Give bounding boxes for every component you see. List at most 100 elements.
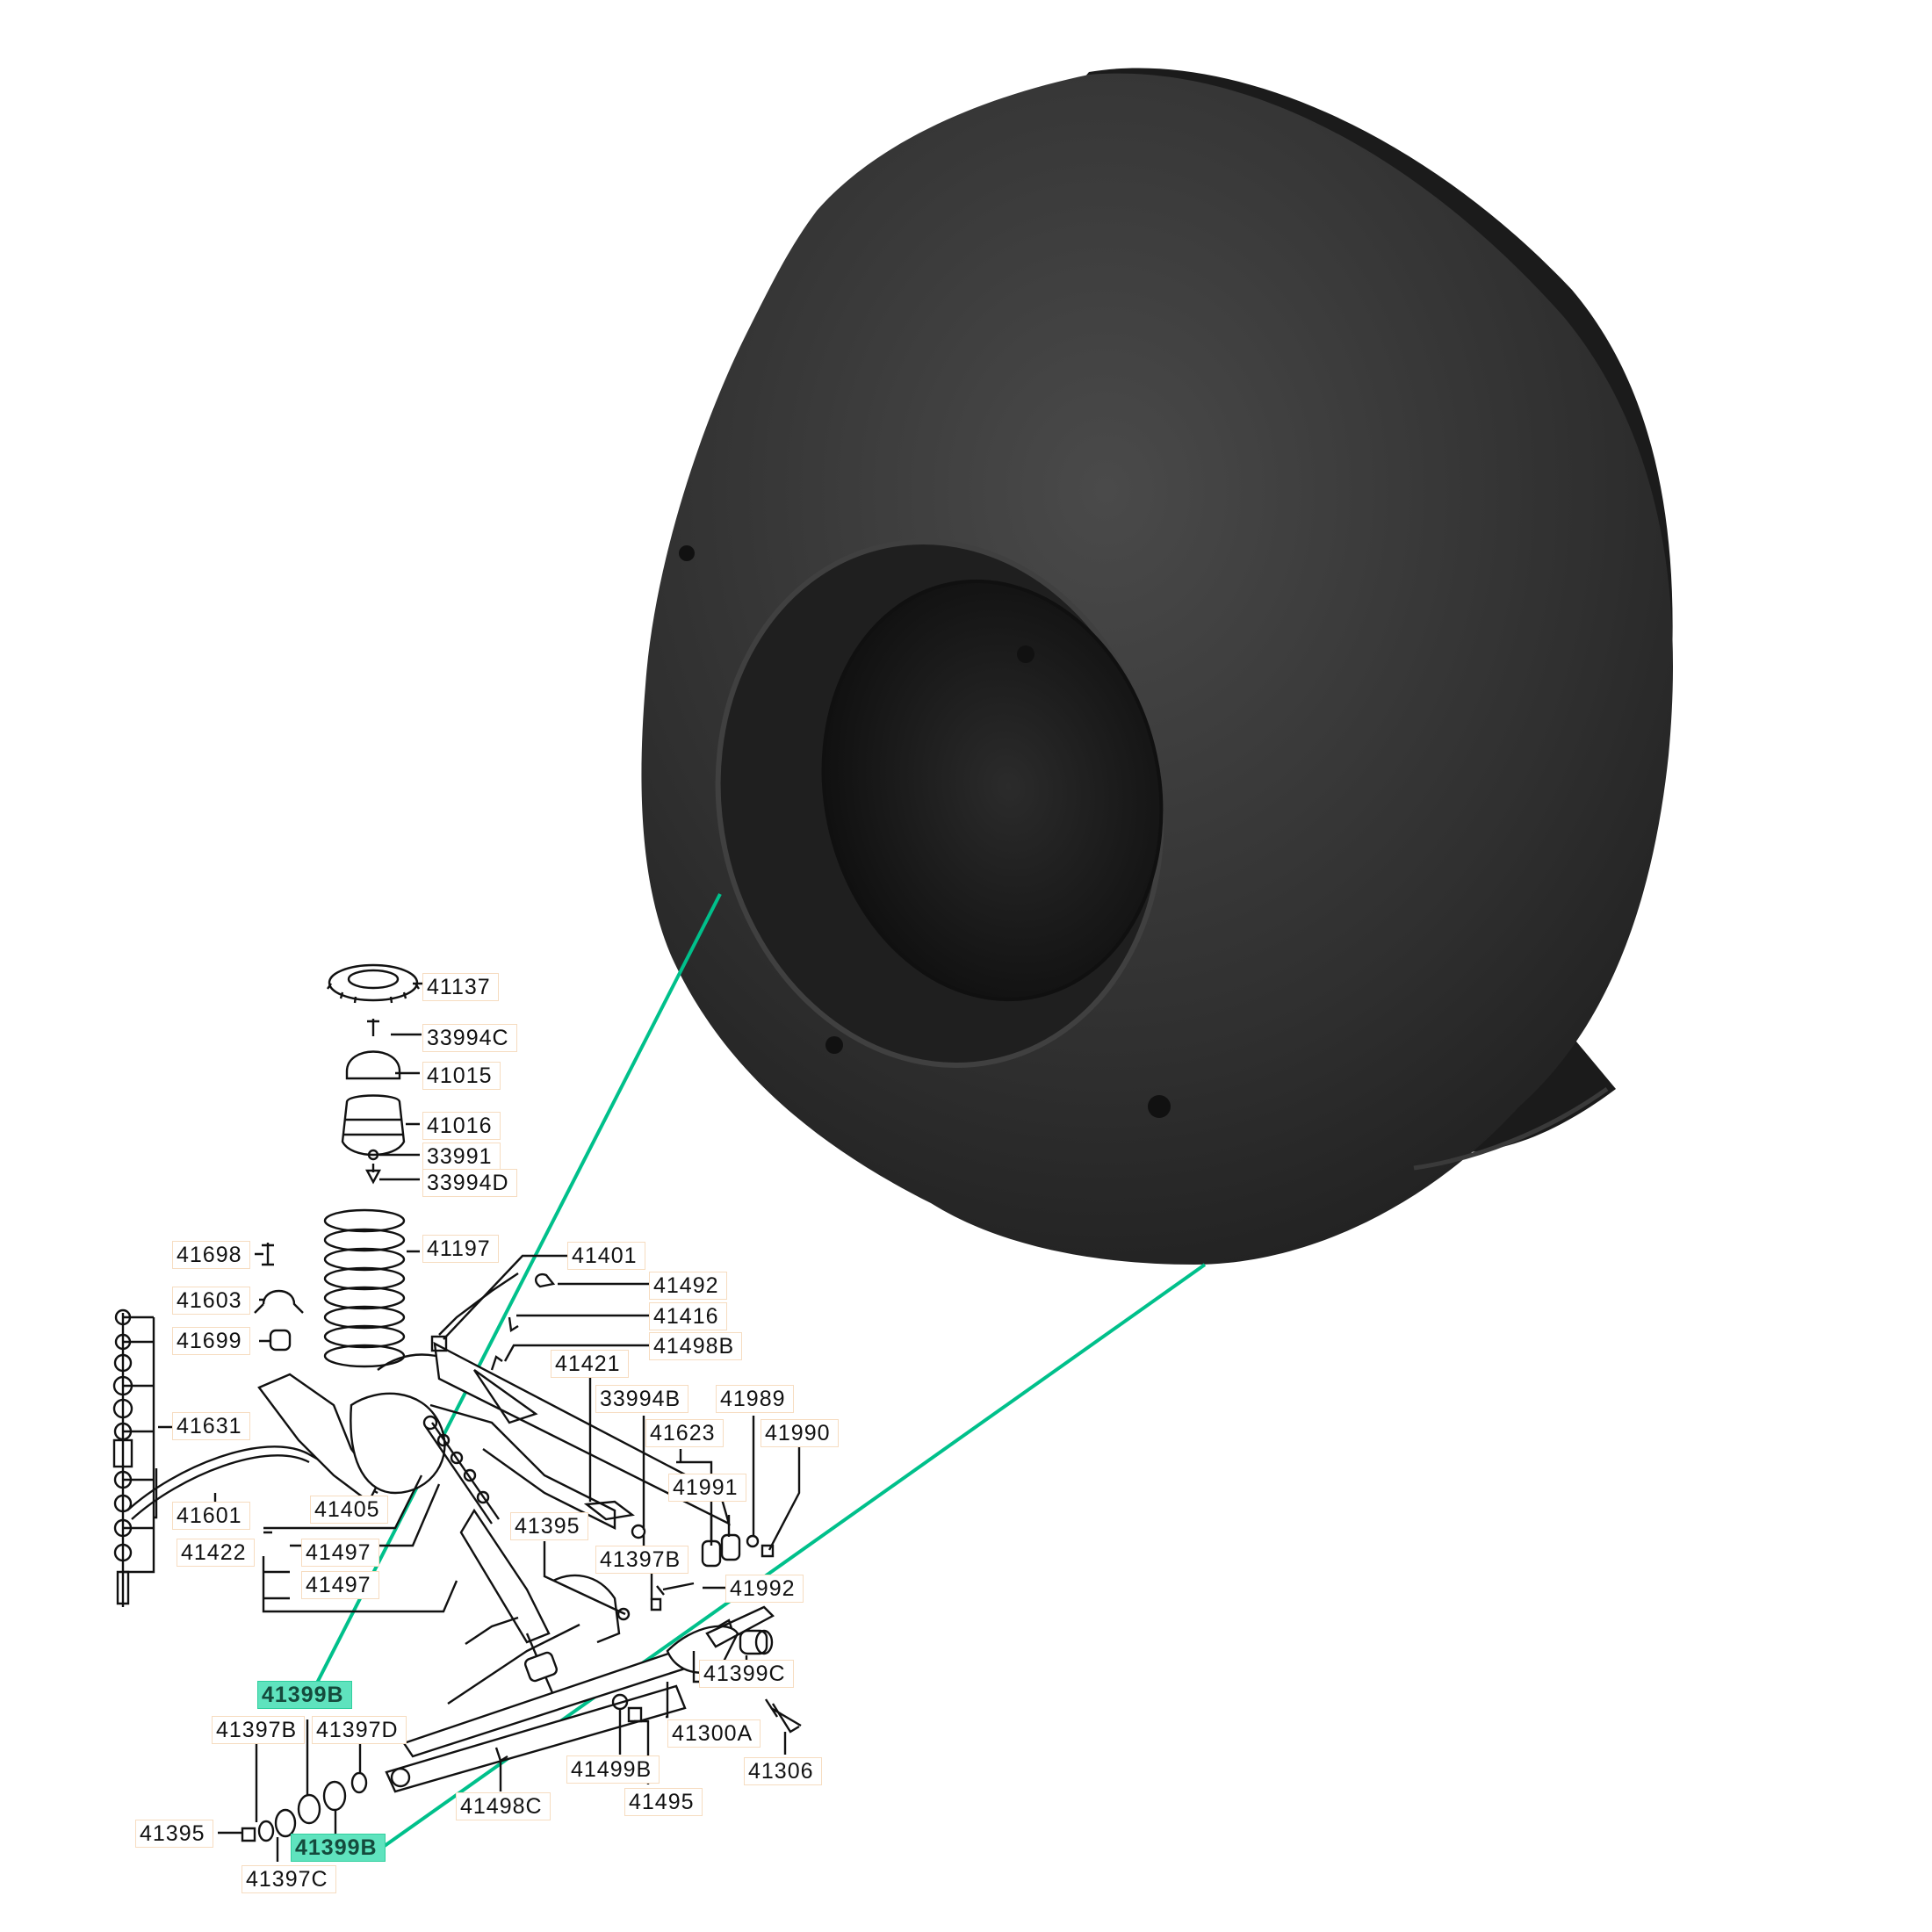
bump-stop [341, 1094, 406, 1157]
callout-41397B-mid: 41397B [595, 1546, 689, 1574]
bushing-41699 [269, 1329, 292, 1352]
bushing-41399C [739, 1629, 768, 1655]
bracket-41421 [583, 1500, 635, 1521]
bump-stop-cap [345, 1050, 401, 1080]
seat-teeth [327, 983, 420, 1004]
callout-41015: 41015 [422, 1062, 501, 1090]
leader-41422-bracket [262, 1556, 458, 1613]
bolt-41498B [490, 1355, 503, 1371]
bolt-41698 [262, 1243, 274, 1266]
leaders-top-stack [379, 982, 426, 1253]
leader-41401 [443, 1254, 569, 1340]
washer-33991 [367, 1149, 379, 1161]
callout-41397D: 41397D [312, 1716, 407, 1744]
bushing-41399B-b [322, 1780, 347, 1812]
callout-41498B: 41498B [649, 1332, 743, 1360]
bolt-41992 [656, 1582, 695, 1596]
callout-41492: 41492 [649, 1272, 727, 1300]
arm-end-bushing [390, 1767, 411, 1788]
callout-41421: 41421 [551, 1350, 629, 1378]
stabilizer-bar [126, 1445, 378, 1511]
callout-41397C: 41397C [242, 1865, 336, 1893]
brake-line [447, 1623, 580, 1705]
callout-41699: 41699 [172, 1327, 250, 1355]
callout-41991: 41991 [668, 1474, 746, 1502]
bolt-41306 [764, 1698, 802, 1727]
nut-41395-low [241, 1827, 256, 1842]
callout-41416: 41416 [649, 1302, 727, 1330]
callout-41197: 41197 [422, 1235, 499, 1263]
bushing-edge-highlight [1413, 1086, 1609, 1171]
bushing-photo [641, 68, 1674, 1265]
washer-41397D [350, 1771, 368, 1794]
link-41401 [438, 1272, 519, 1336]
callout-41137: 41137 [422, 973, 499, 1001]
callout-41989: 41989 [716, 1385, 794, 1413]
arm-link [705, 1605, 775, 1648]
bushing-dimple [1017, 645, 1034, 663]
leader-41990 [768, 1445, 801, 1551]
bushing-dimple [825, 1036, 843, 1054]
stabilizer-bar-edge [131, 1454, 310, 1520]
bushing-dimple [1148, 1095, 1171, 1118]
shock-absorber [422, 1415, 558, 1696]
callout-41497-b: 41497 [301, 1571, 379, 1599]
bushing-dimple [679, 545, 695, 561]
callout-41397B-low: 41397B [212, 1716, 306, 1744]
nut-41397B-mid [650, 1597, 662, 1611]
callout-33991: 33991 [422, 1143, 501, 1171]
leader-41300A [666, 1682, 669, 1719]
arm-bracket [552, 1574, 621, 1644]
leader-line-top [310, 893, 722, 1694]
callout-41990: 41990 [761, 1419, 839, 1447]
bolt-head [430, 1335, 448, 1352]
callout-41395-mid: 41395 [510, 1512, 588, 1540]
spring-seat-inner [347, 969, 400, 990]
callout-41698: 41698 [172, 1241, 250, 1269]
leader-41397B-C [255, 1739, 279, 1862]
callout-41623: 41623 [645, 1419, 724, 1447]
callout-41601: 41601 [172, 1502, 250, 1530]
callout-41498C: 41498C [456, 1792, 551, 1820]
bracket-41603 [254, 1289, 304, 1314]
callout-41499B: 41499B [566, 1755, 660, 1784]
callout-33994D: 33994D [422, 1169, 517, 1197]
callout-41399B-top: 41399B [257, 1681, 352, 1709]
coil-spring [323, 1208, 406, 1368]
callout-41401: 41401 [567, 1242, 645, 1270]
callout-41395-low: 41395 [135, 1820, 213, 1848]
bushing-41399C-face [754, 1629, 774, 1655]
bump-stop-rings [342, 1118, 404, 1136]
leader-41991 [710, 1515, 731, 1546]
bolt-33994C [367, 1019, 379, 1036]
nut-41990 [761, 1544, 775, 1558]
washer-41989 [746, 1534, 760, 1548]
callout-41300A: 41300A [667, 1719, 761, 1748]
bolt-41416 [508, 1316, 519, 1333]
exploded-parts-drawing [112, 963, 802, 1862]
lower-arm [385, 1684, 687, 1793]
leader-41395-mid [543, 1541, 626, 1616]
leader-41623 [676, 1449, 713, 1541]
bushing-41397C [274, 1808, 297, 1838]
callout-41603: 41603 [172, 1287, 250, 1315]
callout-41016: 41016 [422, 1112, 501, 1140]
bolt-33994B [631, 1524, 646, 1539]
leader-41498B [503, 1344, 650, 1362]
callout-41405: 41405 [310, 1496, 388, 1524]
brake-hose [465, 1616, 519, 1645]
callout-41422: 41422 [177, 1539, 255, 1567]
callout-41306: 41306 [744, 1757, 822, 1785]
bushing-41991-b [720, 1533, 741, 1561]
rod-bracket [473, 1369, 538, 1424]
left-stack-brackets [123, 1316, 155, 1574]
washer-41397B-low [257, 1820, 275, 1842]
washer-41395-mid [616, 1607, 631, 1621]
bolt-41306-shank [771, 1703, 800, 1734]
callout-41631: 41631 [172, 1412, 250, 1440]
differential [350, 1392, 446, 1495]
callout-41495: 41495 [624, 1788, 703, 1816]
callout-41399C: 41399C [699, 1660, 794, 1688]
callout-41399B-bottom: 41399B [291, 1834, 386, 1862]
